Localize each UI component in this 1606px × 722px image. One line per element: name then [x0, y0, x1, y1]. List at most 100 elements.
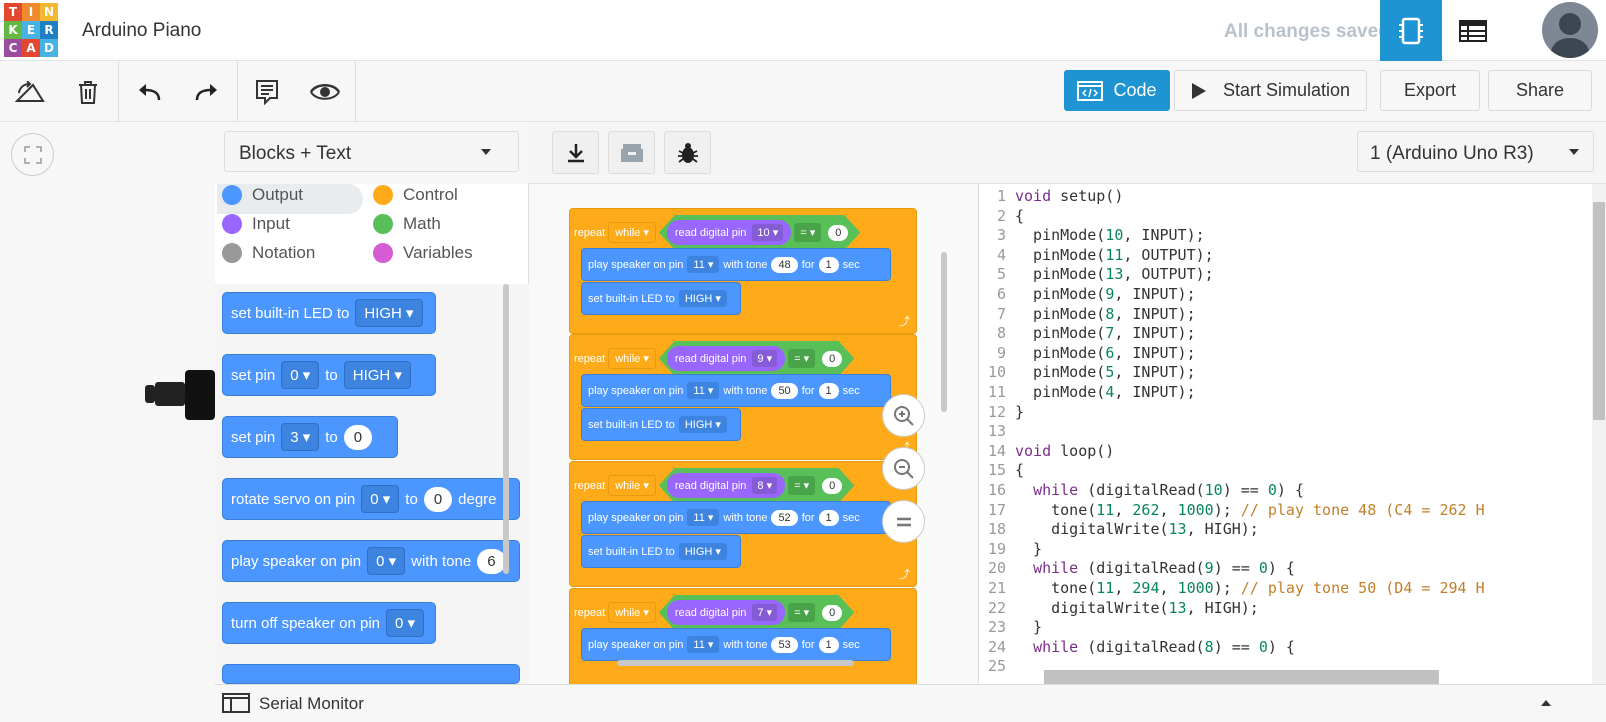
code-line[interactable]: {	[1015, 206, 1025, 225]
editor-mode-select[interactable]: Blocks + Text	[224, 131, 519, 172]
download-code-button[interactable]	[552, 131, 599, 174]
pin-dropdown[interactable]: 10 ▾	[752, 224, 784, 241]
block-dropdown[interactable]: HIGH ▾	[343, 361, 411, 389]
duration-value[interactable]: 1	[818, 382, 839, 399]
user-avatar[interactable]	[1542, 2, 1598, 58]
tone-value[interactable]: 52	[771, 509, 798, 526]
code-line[interactable]: pinMode(4, INPUT);	[1015, 383, 1196, 401]
category-output[interactable]: Output	[222, 185, 303, 205]
code-line[interactable]: void setup()	[1015, 187, 1124, 205]
block-partial[interactable]	[222, 664, 520, 684]
code-line[interactable]: pinMode(6, INPUT);	[1015, 343, 1196, 362]
libraries-button[interactable]	[608, 131, 655, 174]
project-title[interactable]: Arduino Piano	[82, 20, 202, 41]
fit-view-button[interactable]	[11, 133, 54, 176]
block-rotate-servo[interactable]: rotate servo on pin 0 ▾ to 0 degre	[222, 478, 520, 520]
duration-value[interactable]: 1	[818, 509, 839, 526]
led-state-dropdown[interactable]: HIGH ▾	[678, 543, 727, 560]
category-variables[interactable]: Variables	[373, 243, 473, 263]
code-line[interactable]: while (digitalRead(8) == 0) {	[1033, 637, 1295, 656]
code-line[interactable]: pinMode(13, OUTPUT);	[1015, 265, 1214, 284]
code-line[interactable]: digitalWrite(13, HIGH);	[1015, 520, 1259, 539]
speaker-pin-dropdown[interactable]: 11 ▾	[687, 509, 720, 526]
start-simulation-button[interactable]: Start Simulation	[1174, 70, 1367, 111]
code-line[interactable]: while (digitalRead(9) == 0) {	[1033, 559, 1295, 578]
export-button[interactable]: Export	[1380, 70, 1480, 111]
rotate-button[interactable]	[0, 61, 60, 122]
while-dropdown[interactable]: while ▾	[608, 475, 656, 496]
code-line[interactable]: }	[1015, 539, 1043, 558]
block-dropdown[interactable]: 0 ▾	[281, 361, 320, 389]
while-dropdown[interactable]: while ▾	[608, 602, 656, 623]
block-dropdown[interactable]: 0 ▾	[367, 547, 406, 575]
code-line[interactable]: pinMode(8, INPUT);	[1015, 304, 1196, 323]
led-state-dropdown[interactable]: HIGH ▾	[678, 290, 727, 307]
code-line[interactable]: void loop()	[1015, 441, 1115, 460]
block-dropdown[interactable]: 0 ▾	[386, 609, 425, 637]
zoom-in-button[interactable]	[882, 394, 925, 437]
block-set-pin-analog[interactable]: set pin 3 ▾ to 0	[222, 416, 398, 458]
code-line[interactable]: pinMode(5, INPUT);	[1015, 363, 1196, 382]
code-hscroll-thumb[interactable]	[1044, 670, 1439, 684]
category-notation[interactable]: Notation	[222, 243, 315, 263]
board-select[interactable]: 1 (Arduino Uno R3)	[1357, 131, 1594, 172]
zoom-out-button[interactable]	[882, 447, 925, 490]
chevron-up-icon[interactable]	[1540, 699, 1552, 707]
code-line[interactable]: pinMode(11, OUTPUT);	[1015, 245, 1214, 264]
undo-button[interactable]	[119, 61, 179, 122]
block-dropdown[interactable]: HIGH ▾	[355, 299, 423, 327]
workspace-vscrollbar[interactable]	[941, 252, 947, 412]
block-turn-off-speaker[interactable]: turn off speaker on pin 0 ▾	[222, 602, 436, 644]
block-set-pin-digital[interactable]: set pin 0 ▾ to HIGH ▾	[222, 354, 436, 396]
code-line[interactable]: {	[1015, 461, 1025, 480]
code-line[interactable]: tone(11, 294, 1000); // play tone 50 (D4…	[1015, 579, 1485, 597]
notes-button[interactable]	[237, 61, 297, 122]
operator-dropdown[interactable]: = ▾	[788, 603, 816, 622]
delete-button[interactable]	[58, 61, 118, 122]
pin-dropdown[interactable]: 7 ▾	[752, 604, 778, 621]
block-dropdown[interactable]: 0 ▾	[361, 485, 400, 513]
block-play-speaker[interactable]: play speaker on pin 0 ▾ with tone 6	[222, 540, 520, 582]
block-dropdown[interactable]: 3 ▾	[281, 423, 320, 451]
code-line[interactable]: while (digitalRead(10) == 0) {	[1033, 481, 1304, 499]
compare-value[interactable]: 0	[822, 604, 843, 621]
code-vscrollbar[interactable]	[1592, 184, 1606, 684]
pin-dropdown[interactable]: 9 ▾	[752, 350, 778, 367]
serial-monitor-bar[interactable]: Serial Monitor	[215, 684, 1606, 722]
pin-dropdown[interactable]: 8 ▾	[752, 477, 778, 494]
code-line[interactable]: }	[1015, 402, 1025, 421]
code-line[interactable]: pinMode(7, INPUT);	[1015, 324, 1196, 343]
operator-dropdown[interactable]: = ▾	[788, 476, 816, 495]
code-vscroll-thumb[interactable]	[1593, 202, 1605, 420]
block-set-builtin-led[interactable]: set built-in LED to HIGH ▾	[222, 292, 436, 334]
redo-button[interactable]	[177, 61, 237, 122]
component-list-button[interactable]	[1442, 0, 1504, 61]
tone-value[interactable]: 53	[771, 636, 798, 653]
reset-zoom-button[interactable]	[882, 500, 925, 543]
compare-value[interactable]: 0	[822, 350, 843, 367]
share-button[interactable]: Share	[1488, 70, 1592, 111]
code-line[interactable]: }	[1015, 618, 1043, 637]
block-number-input[interactable]: 6	[477, 548, 506, 574]
speaker-pin-dropdown[interactable]: 11 ▾	[687, 256, 720, 273]
tone-value[interactable]: 48	[771, 256, 798, 273]
category-math[interactable]: Math	[373, 214, 441, 234]
palette-scrollbar[interactable]	[503, 284, 509, 574]
duration-value[interactable]: 1	[818, 636, 839, 653]
